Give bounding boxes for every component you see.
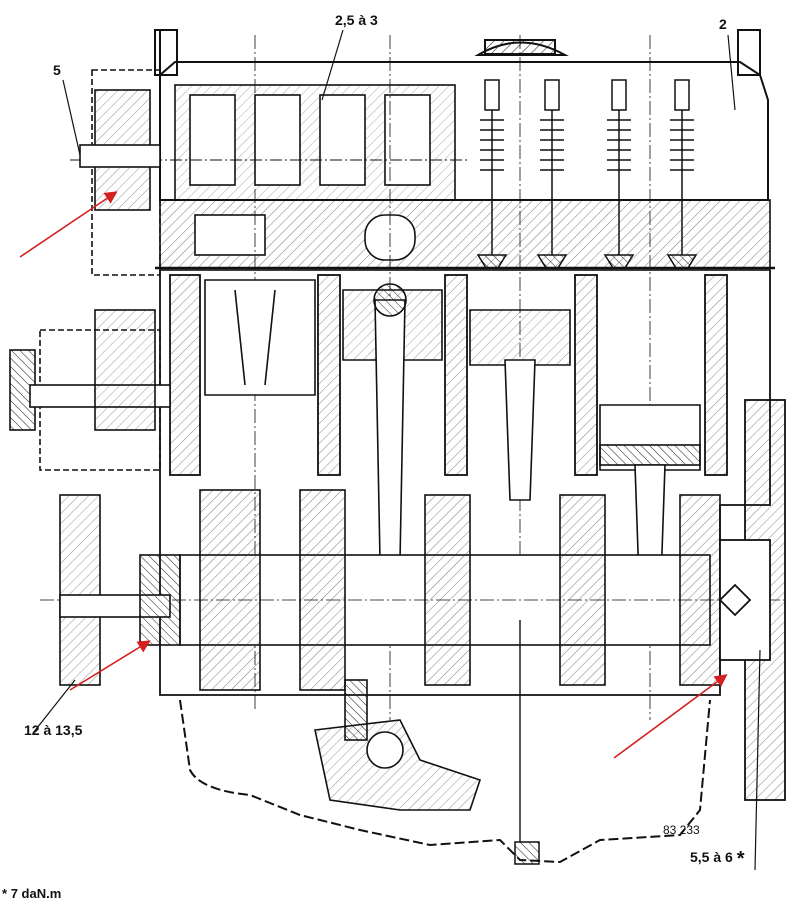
callout-torque-right-value: 5,5 à 6 <box>690 849 733 865</box>
callout-torque-top: 2,5 à 3 <box>335 12 378 28</box>
footnote-text: 7 daN.m <box>10 886 62 901</box>
callout-torque-right: 5,5 à 6 * <box>690 848 745 871</box>
pistons <box>204 279 701 471</box>
callout-ref-5: 5 <box>53 62 61 78</box>
camshaft-bearings <box>70 84 470 201</box>
front-timing-assembly <box>9 69 181 686</box>
callout-leaders <box>32 29 761 871</box>
callout-ref-2: 2 <box>719 16 727 32</box>
crankshaft <box>40 489 785 691</box>
flywheel <box>718 399 786 801</box>
sump-drain-plug <box>514 841 540 865</box>
callout-torque-left: 12 à 13,5 <box>24 722 83 738</box>
red-arrows <box>19 191 728 759</box>
callout-torque-right-mark: * <box>736 848 745 870</box>
figure-number: 83 233 <box>663 823 700 837</box>
footnote: * 7 daN.m <box>2 886 61 901</box>
oil-pump <box>314 679 482 811</box>
oil-sump <box>179 699 711 864</box>
cylinder-head-casting <box>155 199 775 271</box>
footnote-mark: * <box>2 886 8 901</box>
